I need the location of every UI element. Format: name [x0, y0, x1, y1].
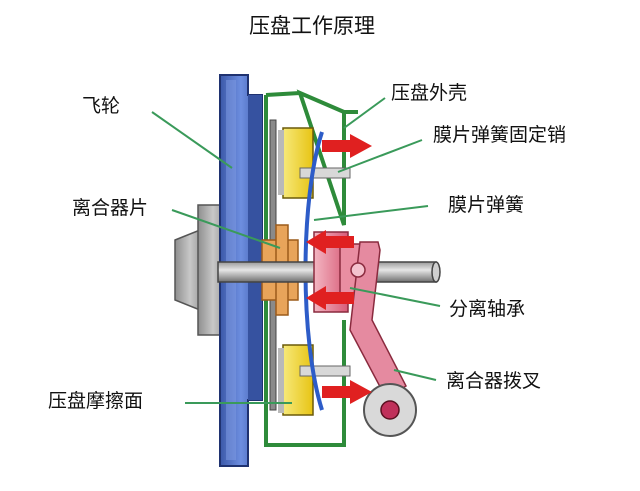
- label-pressure-plate-cover: 压盘外壳: [391, 82, 468, 104]
- label-diaphragm-spring: 膜片弹簧: [448, 194, 525, 216]
- label-clutch-disc: 离合器片: [72, 197, 149, 219]
- spring-fixing-pins: [299, 167, 351, 377]
- arrow-upper-left: [306, 230, 354, 254]
- label-flywheel: 飞轮: [82, 95, 121, 117]
- arrow-top-right: [322, 134, 372, 158]
- release-fork: [349, 241, 417, 437]
- pressure-plate-friction: [278, 127, 314, 416]
- leader-cover: [343, 97, 386, 129]
- leader-lines: [151, 97, 441, 404]
- leader-diaphragm: [313, 205, 429, 221]
- arrow-lower-left: [306, 286, 354, 310]
- label-release-bearing: 分离轴承: [449, 298, 526, 320]
- leader-fork: [393, 369, 437, 381]
- label-spring-pin: 膜片弹簧固定销: [433, 124, 567, 146]
- arrow-bottom-right: [322, 380, 372, 404]
- force-arrows: [306, 134, 372, 404]
- label-release-fork: 离合器拨叉: [446, 370, 542, 392]
- diagram-title: 压盘工作原理: [249, 14, 375, 38]
- leader-flywheel: [151, 111, 233, 169]
- label-pressure-plate-surface: 压盘摩擦面: [48, 390, 144, 412]
- leader-clutch-disc: [171, 209, 281, 249]
- leader-bearing: [349, 287, 441, 307]
- leader-pin: [337, 139, 423, 173]
